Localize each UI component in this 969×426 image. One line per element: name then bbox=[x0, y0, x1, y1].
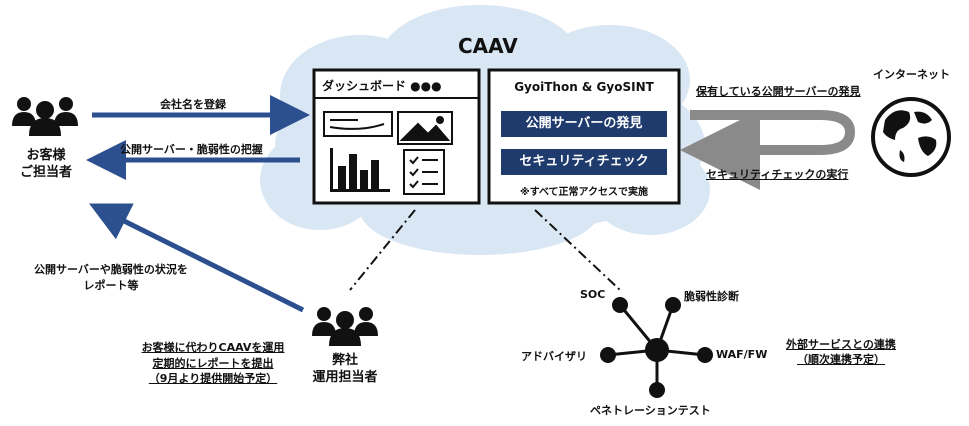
operator-label-line2: 運用担当者 bbox=[312, 370, 378, 385]
external-line1: 外部サービスとの連携 bbox=[786, 338, 896, 351]
checklist-icon bbox=[403, 149, 445, 195]
hub-nodes bbox=[600, 297, 713, 398]
customer-label-line1: お客様 bbox=[26, 148, 66, 163]
arrow-report bbox=[89, 203, 305, 313]
link-cloud-operator bbox=[349, 209, 416, 291]
customer-label-line2: ご担当者 bbox=[19, 165, 72, 180]
bar-chart-icon bbox=[330, 148, 390, 192]
grasp-label: 公開サーバー・脆弱性の把握 bbox=[120, 143, 263, 156]
external-line2: （順次連携予定） bbox=[797, 353, 885, 366]
check-button: セキュリティチェック bbox=[501, 149, 667, 175]
hub-node-waf-fw: WAF/FW bbox=[716, 348, 768, 361]
arrow-internet-loop bbox=[680, 110, 856, 190]
image-icon bbox=[397, 111, 453, 145]
engine-label: GyoiThon & GyoSINT bbox=[514, 80, 654, 94]
browser-icon bbox=[323, 111, 393, 137]
report-label-line1: 公開サーバーや脆弱性の状況を bbox=[34, 263, 188, 276]
customer-people-icon bbox=[12, 97, 78, 136]
hub-node-advisory: アドバイザリ bbox=[521, 350, 587, 363]
register-label: 会社名を登録 bbox=[160, 98, 226, 111]
execute-check-label: セキュリティチェックの実行 bbox=[706, 168, 849, 181]
hub-node-pentest: ペネトレーションテスト bbox=[590, 404, 711, 417]
hub-node-soc: SOC bbox=[580, 288, 606, 301]
dashboard-label: ダッシュボード ●●● bbox=[322, 79, 442, 93]
operator-note-line3: （9月より提供開始予定） bbox=[148, 372, 278, 385]
operator-label-line1: 弊社 bbox=[331, 353, 358, 368]
operator-note-line2: 定期的にレポートを提出 bbox=[152, 357, 274, 370]
engine-note: ※すべて正常アクセスで実施 bbox=[519, 187, 649, 198]
globe-icon bbox=[871, 97, 951, 177]
hub-node-vuln-assessment: 脆弱性診断 bbox=[684, 290, 739, 303]
operator-people-icon bbox=[312, 307, 378, 346]
discover-button: 公開サーバーの発見 bbox=[501, 111, 667, 137]
cloud-title: CAAV bbox=[458, 34, 518, 58]
discover-servers-label: 保有している公開サーバーの発見 bbox=[696, 85, 861, 98]
report-label-line2: レポート等 bbox=[83, 279, 139, 292]
internet-label: インターネット bbox=[873, 68, 950, 81]
operator-note-line1: お客様に代わりCAAVを運用 bbox=[141, 341, 285, 354]
